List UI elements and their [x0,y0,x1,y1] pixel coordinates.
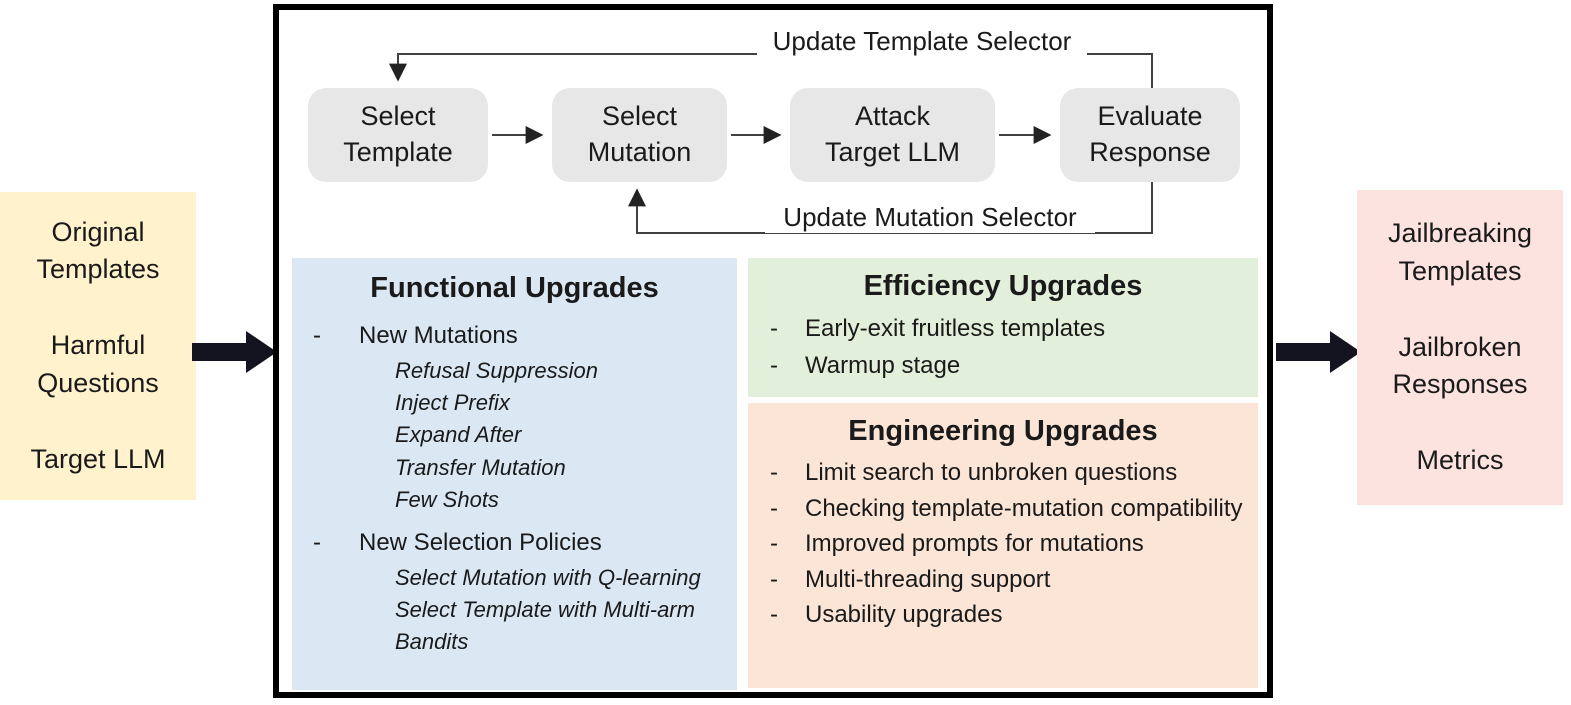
efficiency-upgrades-panel: Efficiency Upgrades - Early-exit fruitle… [748,258,1258,397]
sub-item: Transfer Mutation [395,454,566,480]
sub-item-list: Select Mutation with Q-learning Select T… [395,562,723,659]
bullet-text: Limit search to unbroken questions [805,459,1178,486]
step-label: Select Mutation [587,101,692,167]
bullet-dash: - [770,352,778,380]
sub-item: Inject Prefix [395,389,510,415]
bullet-item: - Improved prompts for mutations [762,527,1244,561]
step-label: Select Template [343,101,453,167]
bullet-item: - Early-exit fruitless templates [762,311,1244,346]
output-item: Metrics [1416,445,1504,476]
step-label: Evaluate Response [1089,101,1211,167]
output-item: Jailbroken Responses [1392,331,1528,400]
bullet-item: - Checking template-mutation compatibili… [762,492,1244,526]
bullet-dash: - [770,601,778,629]
bullet-text: Multi-threading support [805,565,1051,593]
panel-title: Engineering Upgrades [848,415,1158,447]
input-flow-arrow-icon [192,331,277,373]
step-label: Attack Target LLM [824,101,961,167]
bullet-item: - Limit search to unbroken questions [762,456,1244,490]
input-item: Harmful Questions [37,330,159,398]
bullet-text: New Selection Policies [359,529,602,557]
bullet-dash: - [770,315,778,342]
bullet-dash: - [770,530,778,558]
bullet-text: Usability upgrades [805,601,1003,629]
sub-item: Select Template with Multi-arm Bandits [395,597,695,655]
output-flow-arrow-icon [1276,331,1361,373]
bullet-text: Improved prompts for mutations [805,530,1144,558]
sub-item: Few Shots [395,486,499,512]
bullet-text: Warmup stage [805,352,961,380]
system-frame: Update Template Selector Update Mutation… [273,4,1273,698]
bullet-text: New Mutations [359,322,518,349]
arrow-shape [1276,331,1361,373]
output-item: Jailbreaking Templates [1387,218,1533,286]
bullet-text: Early-exit fruitless templates [805,315,1106,342]
sub-item: Refusal Suppression [395,357,599,383]
input-item: Original Templates [36,216,160,285]
update-template-selector-label: Update Template Selector [757,26,1087,58]
sub-item: Select Mutation with Q-learning [395,564,701,590]
arrow-shape [192,331,277,373]
engineering-upgrades-panel: Engineering Upgrades - Limit search to u… [748,403,1258,688]
bullet-item: - Warmup stage [762,348,1244,383]
bullet-item: - New Mutations [306,319,723,353]
sub-item: Expand After [395,422,522,448]
update-mutation-selector-label: Update Mutation Selector [765,202,1095,234]
input-item: Target LLM [30,443,166,474]
outputs-box: Jailbreaking Templates Jailbroken Respon… [1357,190,1563,505]
bullet-dash: - [313,529,321,557]
feedback-loop-template-selector [389,53,1153,88]
sub-item-list: Refusal Suppression Inject Prefix Expand… [395,355,723,517]
bullet-item: - New Selection Policies [306,526,723,560]
bullet-item: - Multi-threading support [762,563,1244,597]
step-select-mutation: Select Mutation [552,88,727,182]
step-select-template: Select Template [308,88,488,182]
functional-upgrades-panel: Functional Upgrades - New Mutations Refu… [292,258,737,690]
panel-title: Functional Upgrades [370,272,659,304]
step-evaluate-response: Evaluate Response [1060,88,1240,182]
inputs-box: Original Templates Harmful Questions Tar… [0,192,196,500]
bullet-dash: - [770,459,778,486]
bullet-text: Checking template-mutation compatibility [805,494,1243,522]
bullet-dash: - [770,565,778,593]
bullet-dash: - [313,322,321,349]
bullet-dash: - [770,494,778,522]
bullet-item: - Usability upgrades [762,598,1244,632]
step-attack-target-llm: Attack Target LLM [790,88,995,182]
panel-title: Efficiency Upgrades [863,270,1143,302]
